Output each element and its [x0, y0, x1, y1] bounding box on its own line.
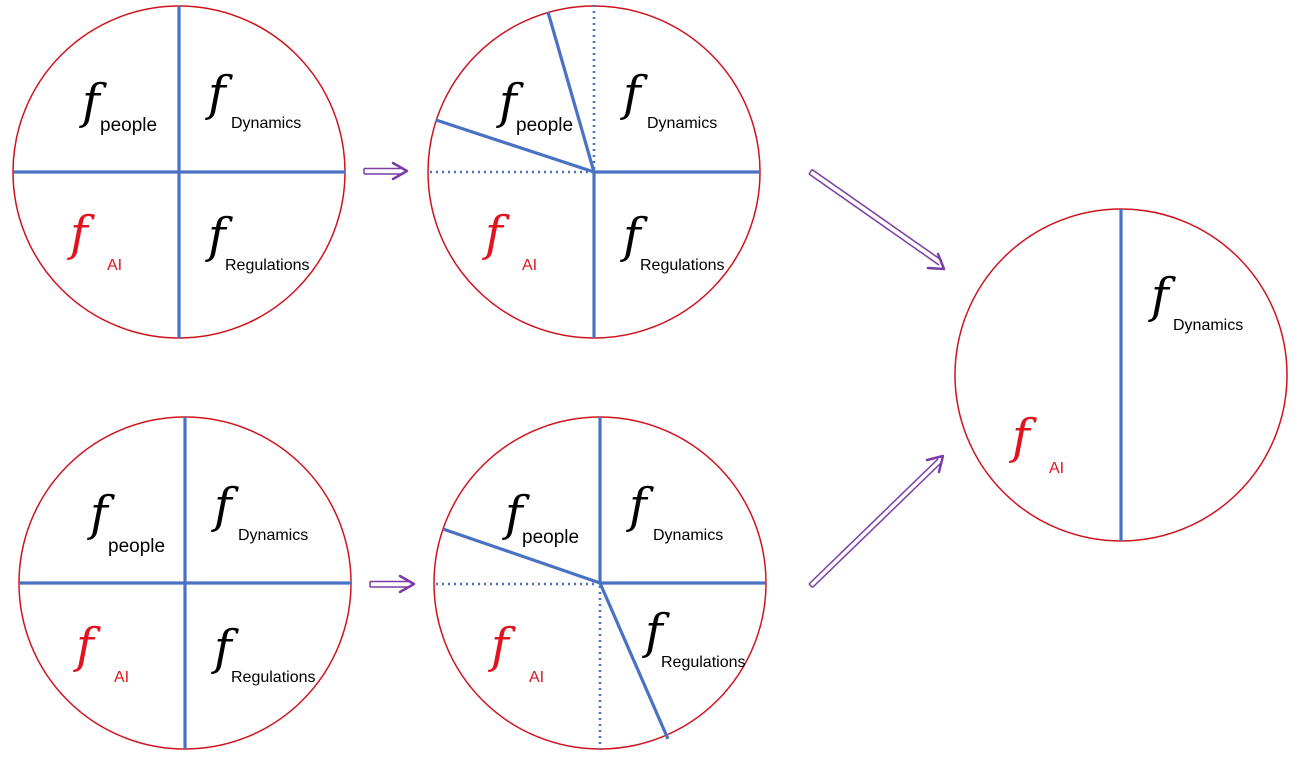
circle-bottom-left: f people f Dynamics f AI f Regulations: [18, 416, 352, 750]
shifted-divider-lower: [598, 582, 670, 740]
label-dynamics: Dynamics: [647, 115, 717, 132]
label-people: people: [100, 115, 157, 136]
label-ai: AI: [1049, 460, 1064, 477]
label-people: people: [516, 115, 573, 136]
label-dynamics: Dynamics: [231, 115, 301, 132]
label-regulations: Regulations: [661, 654, 746, 671]
shifted-divider-left: [435, 118, 595, 174]
arrow-diagonal-up: [808, 454, 945, 589]
arrow-diagonal-down: [808, 168, 946, 271]
label-people: people: [522, 527, 579, 548]
label-regulations: Regulations: [640, 257, 725, 274]
circle-result: f Dynamics f AI: [954, 208, 1288, 542]
circle-bottom-middle: f people f Dynamics f AI f Regulations: [433, 416, 767, 750]
shifted-divider-upper: [546, 11, 596, 173]
label-ai: AI: [114, 669, 129, 686]
arrow-right-bottom: [369, 574, 416, 594]
circle-top-left: f people f Dynamics f AI f Regulations: [12, 5, 346, 339]
label-ai: AI: [529, 669, 544, 686]
arrow-right-top: [363, 161, 409, 181]
circle-top-middle: f people f Dynamics f AI f Regulations: [427, 5, 761, 339]
label-ai: AI: [107, 257, 122, 274]
label-people: people: [108, 536, 165, 557]
label-dynamics: Dynamics: [653, 527, 723, 544]
label-dynamics: Dynamics: [1173, 317, 1243, 334]
label-ai: AI: [522, 257, 537, 274]
label-dynamics: Dynamics: [238, 527, 308, 544]
label-regulations: Regulations: [225, 257, 310, 274]
label-regulations: Regulations: [231, 669, 316, 686]
shifted-divider-left: [442, 527, 601, 585]
